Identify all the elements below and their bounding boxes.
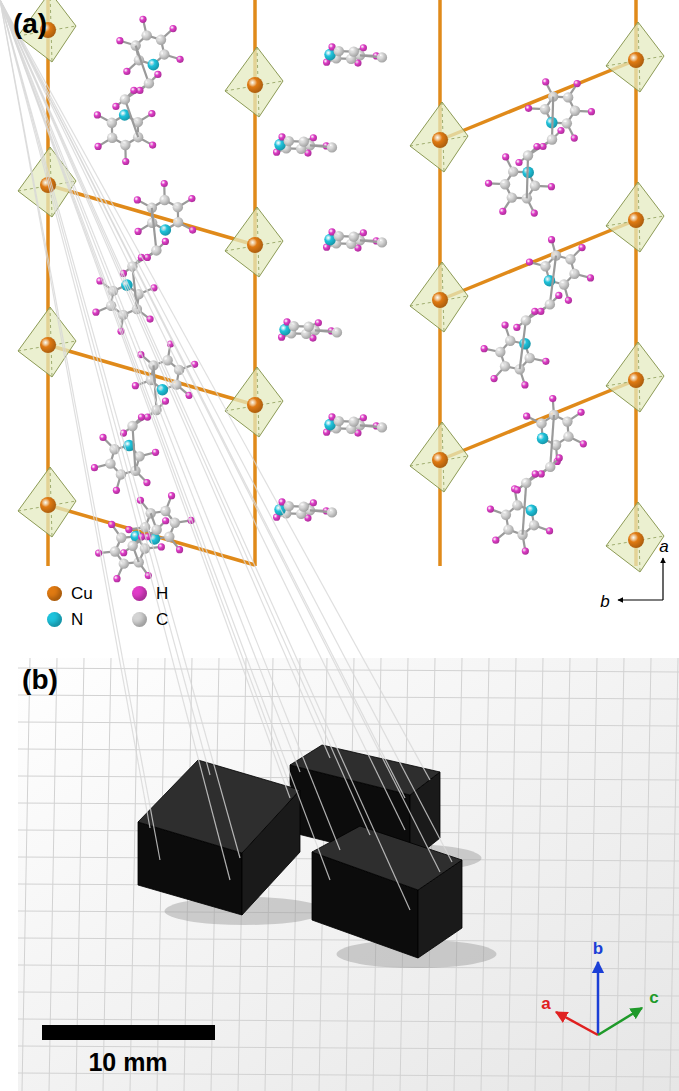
legend-entry: N <box>47 611 83 628</box>
cu-tetrahedron <box>410 262 468 332</box>
legend-entry: Cu <box>47 585 93 602</box>
crystal <box>0 0 497 968</box>
crystal <box>0 0 482 872</box>
axis-triad <box>556 962 642 1035</box>
crystal <box>0 0 325 925</box>
axis-label: b <box>593 940 603 957</box>
cu-tetrahedron <box>606 22 664 92</box>
legend-swatch <box>47 586 62 601</box>
legend-text: Cu <box>71 585 93 602</box>
cu-tetrahedron <box>410 422 468 492</box>
cu-tetrahedron <box>225 207 283 277</box>
cu-tetrahedron <box>18 467 76 537</box>
cu-tetrahedron <box>606 182 664 252</box>
scale-bar <box>42 1025 215 1040</box>
cu-tetrahedron <box>225 367 283 437</box>
axis-label: b <box>600 593 609 610</box>
legend-text: N <box>71 611 83 628</box>
legend-entry: H <box>132 585 168 602</box>
crystal-structure <box>18 0 664 582</box>
axis-label: a <box>541 995 550 1012</box>
axis-label: c <box>649 989 658 1006</box>
organic-molecules <box>91 16 595 583</box>
cu-tetrahedron <box>606 342 664 412</box>
legend-text: C <box>156 611 168 628</box>
legend-entry: C <box>132 611 168 628</box>
axis-label: a <box>659 538 668 555</box>
cu-tetrahedron <box>606 502 664 572</box>
scale-label: 10 mm <box>88 1050 167 1075</box>
cu-tetrahedron <box>225 47 283 117</box>
cu-tetrahedron <box>18 307 76 377</box>
panel-label: (a) <box>13 10 47 38</box>
cu-tetrahedron <box>410 102 468 172</box>
legend-swatch <box>132 612 147 627</box>
legend-swatch <box>47 612 62 627</box>
legend-text: H <box>156 585 168 602</box>
legend-swatch <box>132 586 147 601</box>
axis-indicator <box>618 558 663 600</box>
panel-label: (b) <box>22 666 58 694</box>
